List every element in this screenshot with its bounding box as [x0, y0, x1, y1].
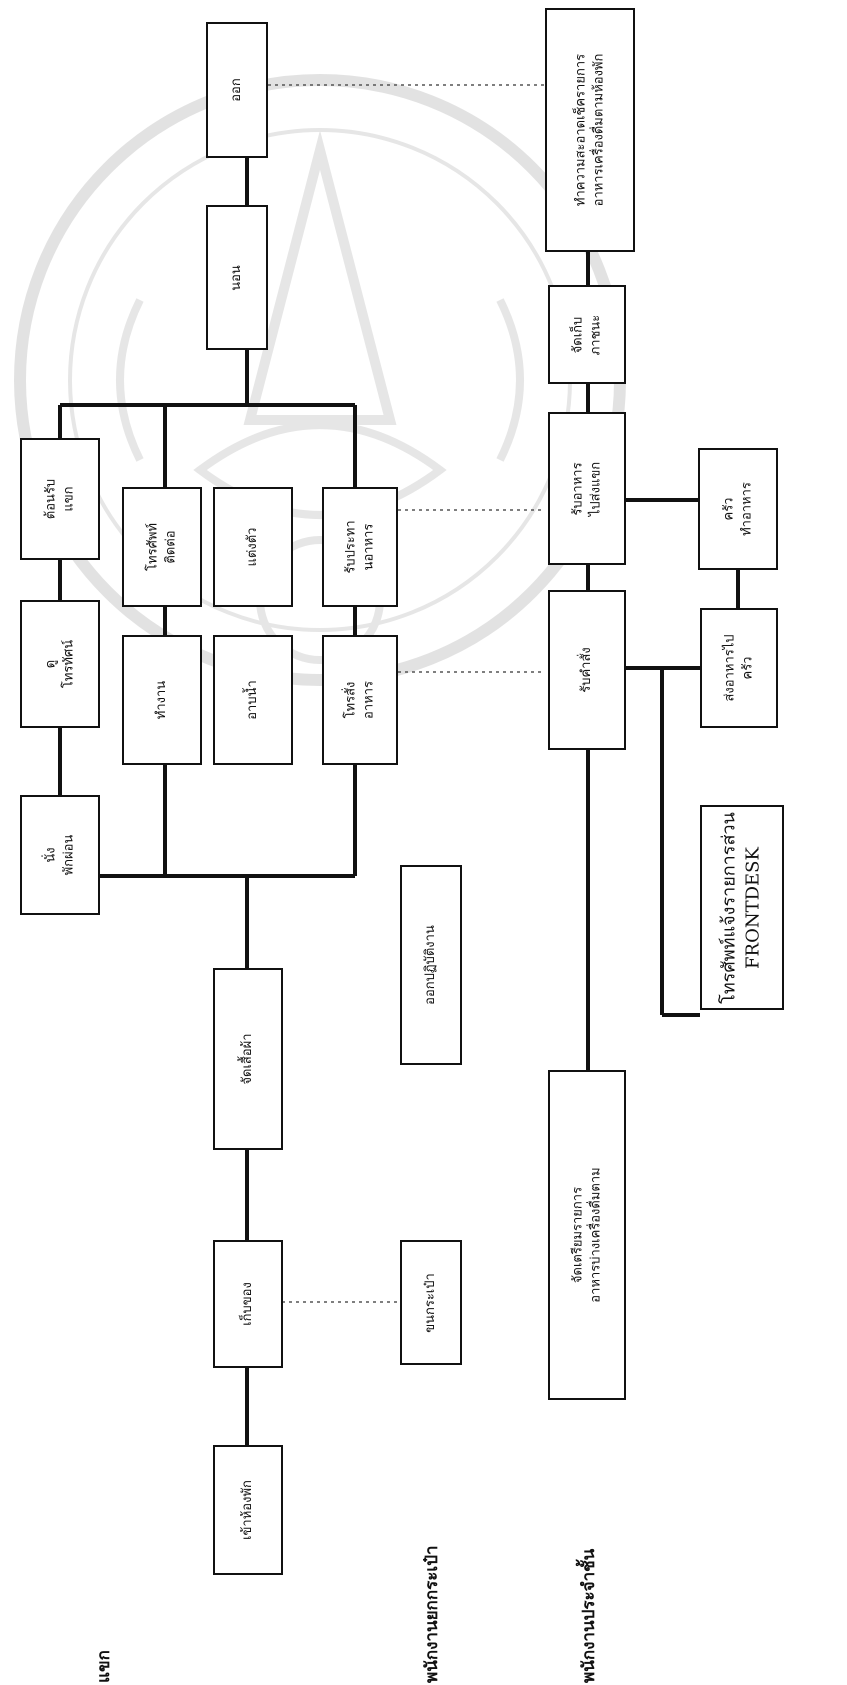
box-clean-room: ทำความสะอาดเช็ครายการ อาหารเครื่องดื่มตา… — [545, 8, 635, 252]
lane-label-bellboy: พนักงานยกกระเป๋า — [422, 1545, 442, 1683]
box-store-items: เก็บของ — [213, 1240, 283, 1368]
box-deliver-food: รับอาหาร ไปส่งแขก — [548, 412, 626, 565]
box-carry-bags: ขนกระเป๋า — [400, 1240, 462, 1365]
lane-label-guest: แขก — [94, 1650, 114, 1683]
box-do-duty: ออกปฏิบัติงาน — [400, 865, 462, 1065]
box-arrange-clothes: จัดเสื้อผ้า — [213, 968, 283, 1150]
box-receive-guest: ต้อนรับ แขก — [20, 438, 100, 560]
box-order-food: โทรสั่ง อาหาร — [322, 635, 398, 765]
box-check-in: เข้าห้องพัก — [213, 1445, 283, 1575]
box-sit-rest: นั่ง พักผ่อน — [20, 795, 100, 915]
box-phone-frontdesk: โทรศัพท์แจ้งรายการส่วน FRONTDESK — [700, 805, 784, 1010]
box-collect-dishes: จัดเก็บ ภาชนะ — [548, 285, 626, 384]
box-phone-contact: โทรศัพท์ ติดต่อ — [122, 487, 202, 607]
box-eat-food: รับประทา นอาหาร — [322, 487, 398, 607]
box-watch-tv: ดู โทรทัศน์ — [20, 600, 100, 728]
box-bathe: อาบน้ำ — [213, 635, 293, 765]
lane-label-floor-staff: พนักงานประจำชั้น — [579, 1548, 599, 1683]
box-dress: แต่งตัว — [213, 487, 293, 607]
box-go-out: ออก — [206, 22, 268, 158]
box-kitchen-cook: ครัว ทำอาหาร — [698, 448, 778, 570]
box-prepare-items: จัดเตรียมรายการ อาหารบ่างเครื่องดื่มตาม — [548, 1070, 626, 1400]
box-take-order: รับคำสั่ง — [548, 590, 626, 750]
box-send-to-kitchen: ส่งอาหารไป ครัว — [700, 608, 778, 728]
box-work: ทำงาน — [122, 635, 202, 765]
box-sleep: นอน — [206, 205, 268, 350]
